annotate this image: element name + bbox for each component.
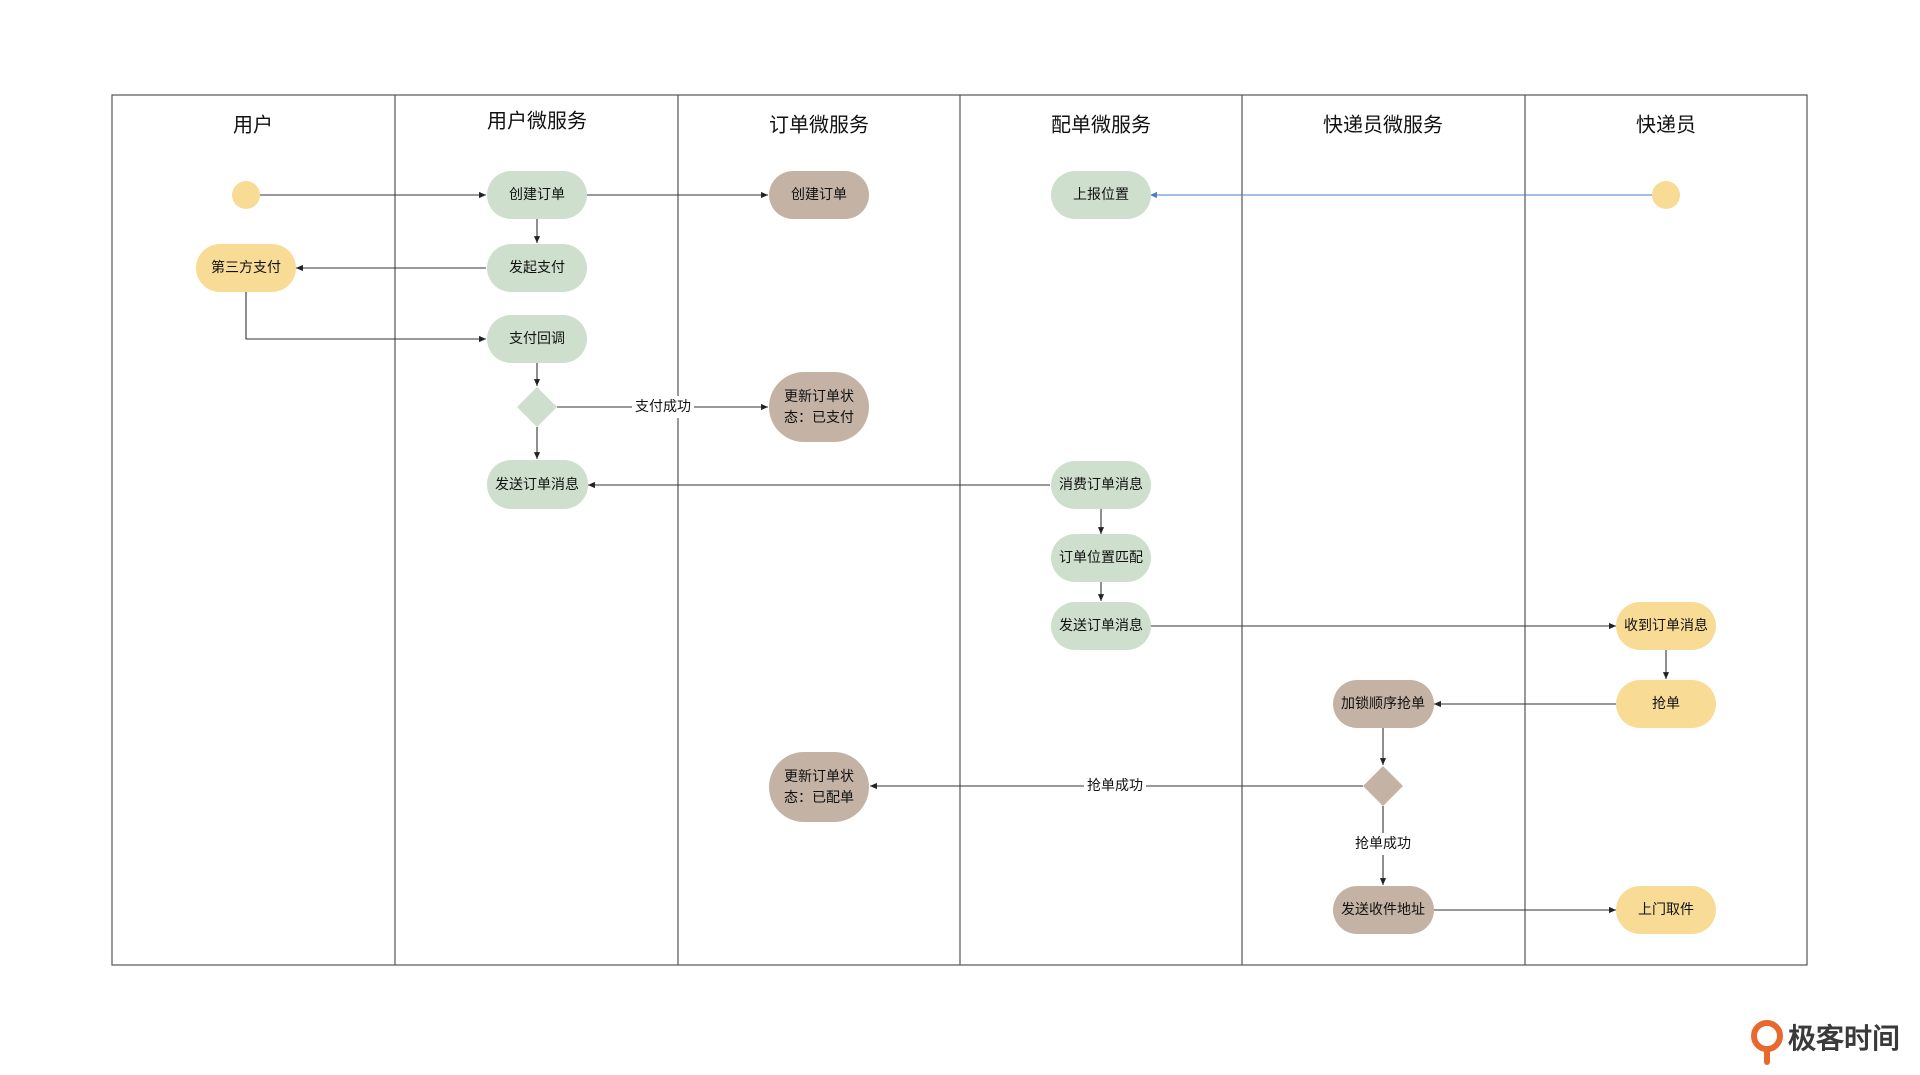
node-update-status-paid: [769, 372, 869, 442]
lane-title-courier: 快递员: [1636, 113, 1696, 137]
node-label-lock-sequential-grab: 加锁顺序抢单: [1341, 695, 1425, 712]
node-send-order-message-user: [487, 460, 588, 509]
edge-third-party-to-callback: [245, 292, 486, 343]
decision-payment: [517, 387, 557, 427]
node-label-create-order: 创建订单: [509, 187, 565, 203]
decision-grab: [1363, 766, 1403, 806]
node-report-location: [1051, 171, 1151, 219]
node-lock-sequential-grab: [1333, 680, 1434, 728]
lane-title-courier-service: 快递员微服务: [1323, 113, 1443, 137]
start-node-user: [232, 181, 260, 209]
lane-title-dispatch-service: 配单微服务: [1051, 113, 1151, 137]
edge-label-pay-success: 支付成功: [635, 399, 691, 415]
node-label-update-status-dispatched-line1: 更新订单状: [784, 769, 854, 785]
node-receive-order-message: [1616, 602, 1716, 650]
node-payment-callback: [487, 315, 587, 363]
node-label-door-pickup: 上门取件: [1638, 902, 1694, 918]
node-label-order-location-match: 订单位置匹配: [1059, 550, 1143, 566]
node-label-update-status-dispatched-line2: 态：已配单: [784, 790, 854, 806]
edge-label-bg: [632, 396, 694, 418]
lane-title-user: 用户: [233, 113, 273, 137]
geektime-watermark: 极客时间: [1751, 1020, 1900, 1065]
node-label-update-status-paid-line1: 更新订单状: [784, 389, 854, 405]
node-send-pickup-address: [1333, 886, 1434, 934]
edge-label-bg: [1084, 775, 1146, 797]
node-order-location-match: [1051, 534, 1151, 582]
node-create-order-order-service: [769, 171, 869, 219]
edge-label-grab-success-down: 抢单成功: [1355, 835, 1411, 852]
node-label-start-payment: 发起支付: [509, 260, 565, 276]
node-door-pickup: [1616, 886, 1716, 934]
edge-label-grab-success-left: 抢单成功: [1087, 777, 1143, 794]
node-label-update-status-paid-line2: 态：已支付: [784, 410, 854, 426]
node-consume-order-message: [1051, 461, 1151, 509]
node-label-receive-order-message: 收到订单消息: [1624, 617, 1708, 634]
watermark-text: 极客时间: [1788, 1022, 1900, 1055]
node-start-payment: [487, 244, 587, 292]
node-label-send-order-message-dispatch: 发送订单消息: [1059, 617, 1143, 634]
node-label-send-pickup-address: 发送收件地址: [1341, 902, 1425, 918]
node-label-report-location: 上报位置: [1073, 187, 1129, 203]
lane-title-user-service: 用户微服务: [487, 109, 587, 133]
node-label-create-order-order-service: 创建订单: [791, 187, 847, 203]
geektime-logo-icon: [1751, 1020, 1783, 1065]
lane-title-order-service: 订单微服务: [769, 113, 869, 137]
node-label-grab-order: 抢单: [1652, 695, 1680, 712]
node-label-payment-callback: 支付回调: [509, 331, 565, 347]
edge-label-bg: [1352, 833, 1414, 855]
swimlane-frame: [111, 94, 1808, 966]
node-grab-order: [1616, 680, 1716, 728]
node-update-status-dispatched: [769, 752, 869, 822]
start-node-courier: [1652, 181, 1680, 209]
edges: [245, 191, 1670, 914]
node-create-order: [487, 171, 587, 219]
node-label-third-party-payment: 第三方支付: [211, 259, 281, 276]
node-third-party-payment: [196, 244, 296, 292]
node-label-send-order-message-user: 发送订单消息: [495, 476, 579, 493]
node-label-consume-order-message: 消费订单消息: [1059, 476, 1143, 493]
node-send-order-message-dispatch: [1051, 602, 1151, 650]
